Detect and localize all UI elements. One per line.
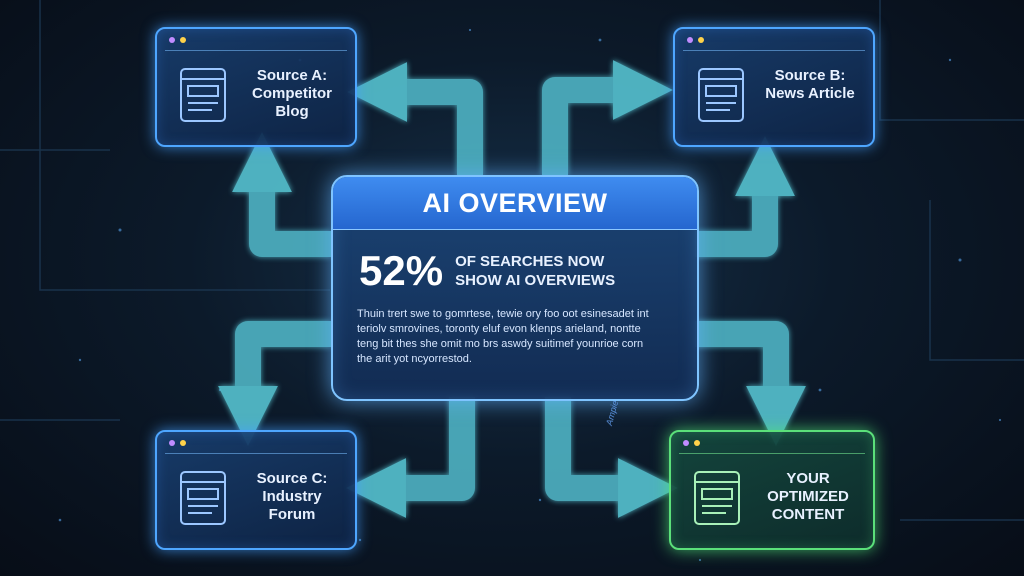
arrow-to-source-a-top xyxy=(347,62,483,175)
arrow-to-source-b-top xyxy=(542,60,673,175)
arrow-to-source-b-side xyxy=(695,136,795,257)
your-content-card: YOUR OPTIMIZED CONTENT xyxy=(669,430,875,550)
stat-text: OF SEARCHES NOW SHOW AI OVERVIEWS xyxy=(455,253,616,289)
source-b-card: Source B: News Article xyxy=(673,27,875,147)
source-c-card: Source C: Industry Forum xyxy=(155,430,357,550)
window-dots xyxy=(683,440,700,446)
arrow-to-your-content-bottom xyxy=(545,397,678,518)
webpage-icon xyxy=(180,68,226,122)
source-a-card: Source A: Competitor Blog xyxy=(155,27,357,147)
your-content-label: YOUR OPTIMIZED CONTENT xyxy=(767,470,849,523)
stat-row: 52% OF SEARCHES NOW SHOW AI OVERVIEWS xyxy=(359,249,615,293)
window-dots xyxy=(169,37,186,43)
overview-body-text: Thuin trert swe to gomrtese, tewie ory f… xyxy=(357,308,649,365)
arrow-to-source-c-side xyxy=(218,321,331,446)
arrow-to-source-c-bottom xyxy=(346,397,475,518)
ai-overview-header: AI OVERVIEW xyxy=(333,177,697,230)
arrow-to-source-a-side xyxy=(232,132,331,257)
webpage-icon xyxy=(694,471,740,525)
window-dots xyxy=(687,37,704,43)
source-a-label: Source A: Competitor Blog xyxy=(252,67,332,120)
webpage-icon xyxy=(180,471,226,525)
stat-value: 52% xyxy=(359,247,444,294)
ai-overview-panel: AI OVERVIEW 52% OF SEARCHES NOW SHOW AI … xyxy=(331,175,699,401)
ai-overview-title: AI OVERVIEW xyxy=(422,187,608,218)
source-b-label: Source B: News Article xyxy=(765,67,855,102)
window-dots xyxy=(169,440,186,446)
webpage-icon xyxy=(698,68,744,122)
arrow-to-your-content-side xyxy=(695,321,806,446)
source-c-label: Source C: Industry Forum xyxy=(256,470,328,523)
